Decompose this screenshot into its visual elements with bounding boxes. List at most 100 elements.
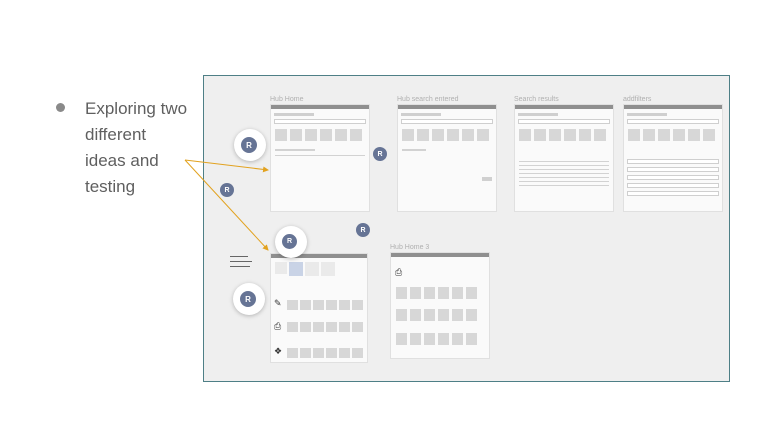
board-search-field: [274, 119, 366, 124]
table-row: [519, 177, 609, 178]
reviewer-avatar[interactable]: R: [220, 183, 234, 197]
board-subtitle: [518, 113, 558, 116]
board-addfilters[interactable]: [623, 104, 723, 212]
table-row: [519, 185, 609, 186]
tile: [438, 333, 449, 345]
filter-field: [627, 175, 719, 180]
board-header-bar: [624, 105, 722, 109]
board-hub-search-entered[interactable]: [397, 104, 497, 212]
tile: [287, 322, 298, 332]
tile: [313, 348, 324, 358]
arrow-to-hub-home: [184, 159, 269, 173]
tile: [564, 129, 576, 141]
tile: [287, 300, 298, 310]
bullet-line-1: Exploring two: [85, 99, 188, 118]
tile: [339, 322, 350, 332]
bullet-text: Exploring two different ideas and testin…: [85, 96, 205, 200]
tile: [477, 129, 489, 141]
board-header-bar: [391, 253, 489, 257]
printer-icon: ⎙: [274, 321, 282, 331]
note-line: [230, 256, 248, 257]
tile: [396, 333, 407, 345]
line: [275, 149, 315, 151]
tile: [300, 300, 311, 310]
tile: [466, 309, 477, 321]
board-search-field: [627, 119, 719, 124]
tile: [579, 129, 591, 141]
arrow-to-hub-home-2: [184, 159, 269, 251]
tile: [658, 129, 670, 141]
highlight-card: [289, 262, 303, 276]
bullet-line-4: testing: [85, 177, 136, 196]
divider: [275, 155, 365, 156]
reviewer-avatar[interactable]: R: [282, 234, 297, 249]
board-header-bar: [398, 105, 496, 109]
brush-icon: ✎: [274, 298, 282, 308]
tile: [300, 322, 311, 332]
table-row: [519, 161, 609, 162]
tile: [643, 129, 655, 141]
tile: [410, 287, 421, 299]
printer-icon: ⎙: [395, 267, 403, 277]
wireframe-canvas: Hub Home Hub search entered Search resul…: [203, 75, 730, 382]
tile: [313, 322, 324, 332]
tile: [290, 129, 302, 141]
tile: [326, 348, 337, 358]
tile: [396, 309, 407, 321]
tile: [402, 129, 414, 141]
note-line: [230, 266, 250, 267]
tile: [287, 348, 298, 358]
tile: [326, 322, 337, 332]
reviewer-avatar[interactable]: R: [356, 223, 370, 237]
tile: [350, 129, 362, 141]
sticky-note: [230, 256, 258, 270]
tile: [452, 333, 463, 345]
board-search-field: [401, 119, 493, 124]
tile: [628, 129, 640, 141]
reviewer-avatar[interactable]: R: [373, 147, 387, 161]
tile: [424, 333, 435, 345]
filter-field: [627, 167, 719, 172]
bullet-line-2: different: [85, 125, 147, 144]
board-subtitle: [627, 113, 667, 116]
tile: [352, 300, 363, 310]
board-title-hub-home-3: Hub Home 3: [390, 244, 430, 251]
tile: [410, 309, 421, 321]
board-hub-home[interactable]: [270, 104, 370, 212]
tile: [352, 322, 363, 332]
table-row: [519, 165, 609, 166]
filter-field: [627, 191, 719, 196]
board-search-results[interactable]: [514, 104, 614, 212]
board-subtitle: [274, 113, 314, 116]
table-row: [519, 173, 609, 174]
tile: [452, 287, 463, 299]
tile: [703, 129, 715, 141]
reviewer-avatar[interactable]: R: [240, 291, 256, 307]
board-button: [482, 177, 492, 181]
tile: [432, 129, 444, 141]
bullet-line-3: ideas and: [85, 151, 159, 170]
filter-field: [627, 183, 719, 188]
tile: [339, 348, 350, 358]
board-hub-home-2[interactable]: ✎ ⎙ ❖: [270, 253, 368, 363]
tile: [519, 129, 531, 141]
reviewer-avatar[interactable]: R: [241, 137, 257, 153]
table-row: [519, 181, 609, 182]
board-header-bar: [271, 105, 369, 109]
tile: [305, 129, 317, 141]
tile: [320, 129, 332, 141]
board-subtitle: [401, 113, 441, 116]
board-hub-home-3[interactable]: ⎙: [390, 252, 490, 359]
tile: [424, 287, 435, 299]
tile: [396, 287, 407, 299]
tile: [673, 129, 685, 141]
tile: [438, 309, 449, 321]
tile: [305, 262, 319, 276]
tile: [594, 129, 606, 141]
tile: [335, 129, 347, 141]
tile: [688, 129, 700, 141]
tile: [326, 300, 337, 310]
board-header-bar: [515, 105, 613, 109]
board-title-hub-home: Hub Home: [270, 96, 304, 103]
